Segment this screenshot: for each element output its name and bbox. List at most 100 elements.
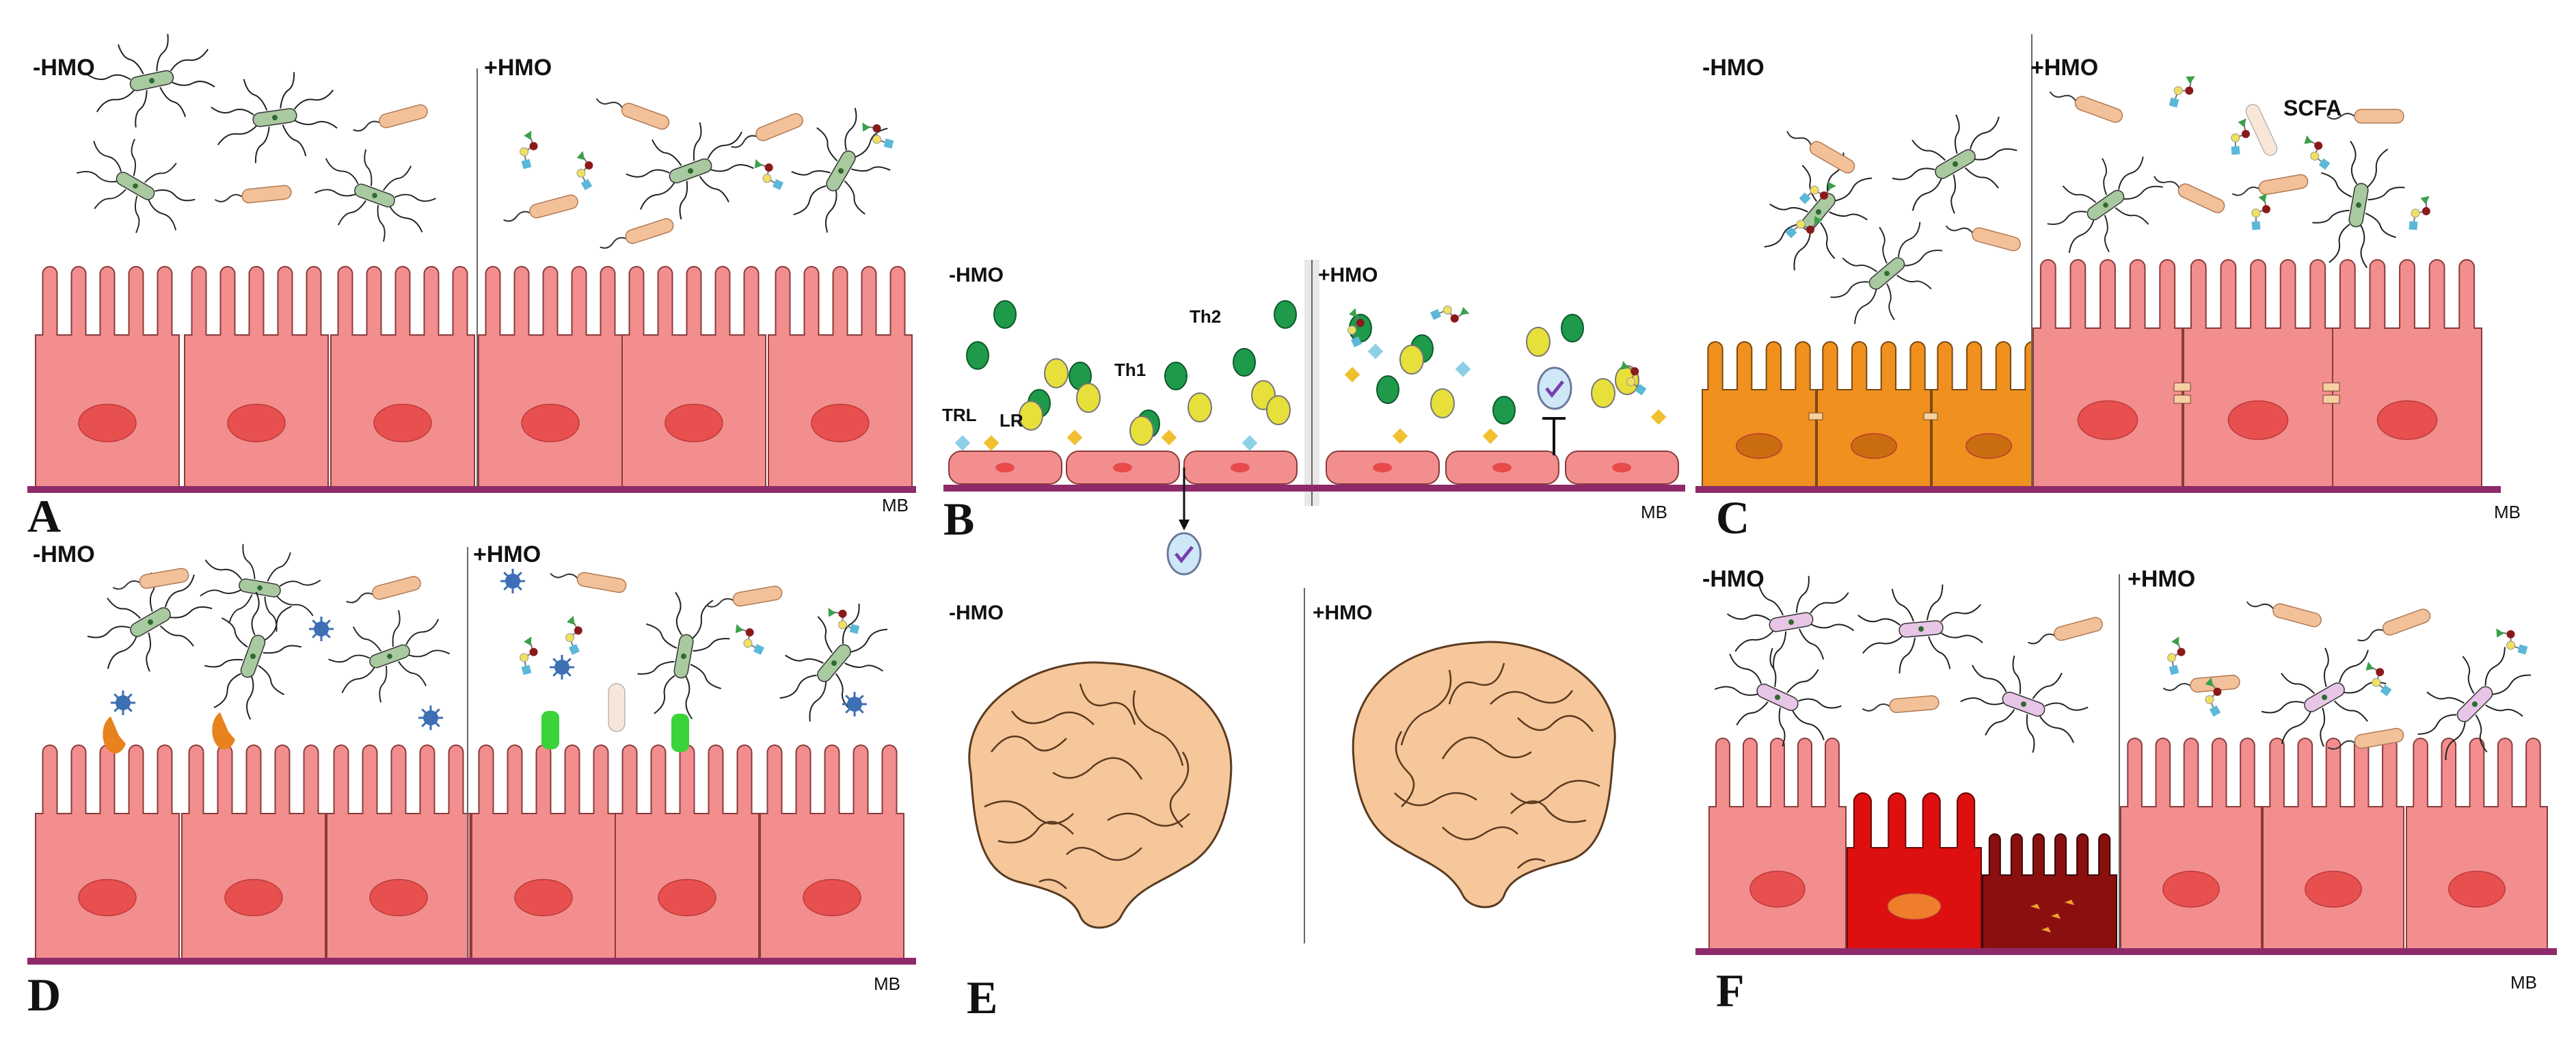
cell-body bbox=[2262, 738, 2404, 950]
panel-d-drawing bbox=[27, 543, 916, 965]
panel-d-bacterium bbox=[637, 591, 730, 720]
flagellum bbox=[243, 79, 268, 111]
cell-body bbox=[326, 744, 471, 959]
th2-cell bbox=[1274, 300, 1297, 329]
panel-d-hmo bbox=[828, 608, 860, 634]
receptor-diamond bbox=[1161, 429, 1177, 446]
hmo-bond bbox=[2368, 664, 2387, 691]
hmo-unit-red bbox=[529, 142, 538, 150]
flagellum bbox=[293, 90, 334, 110]
cell-body bbox=[768, 266, 913, 487]
rod-body bbox=[379, 104, 428, 129]
panel-c-hmo bbox=[2231, 118, 2250, 155]
cell-body bbox=[2032, 259, 2183, 487]
flagellum bbox=[170, 606, 213, 619]
nucleus bbox=[2227, 400, 2289, 440]
flagellum bbox=[1786, 669, 1819, 693]
th1-cell bbox=[1076, 383, 1101, 413]
panel-b-plus-hmo-label: +HMO bbox=[1318, 264, 1378, 286]
flagellum bbox=[204, 658, 243, 668]
virus-core bbox=[554, 660, 569, 675]
th2-cell bbox=[1492, 396, 1516, 425]
hmo-bond bbox=[864, 125, 889, 144]
cell-body bbox=[1702, 341, 1816, 487]
flagellum bbox=[2281, 711, 2311, 744]
panel-f-rod bbox=[2246, 601, 2322, 628]
nucleus bbox=[1965, 433, 2012, 459]
hmo-unit-blue bbox=[2251, 221, 2261, 230]
bacterium-dot bbox=[2472, 701, 2478, 707]
bacterium-dot bbox=[838, 168, 844, 174]
hmo-unit-blue bbox=[521, 664, 532, 675]
hmo-unit-yellow bbox=[1796, 219, 1806, 229]
flagellum bbox=[263, 645, 302, 654]
brain-fold bbox=[1169, 751, 1190, 828]
hmo-unit-blue bbox=[2409, 221, 2418, 230]
flagellum bbox=[107, 636, 137, 669]
hmo-unit-yellow bbox=[2167, 653, 2177, 662]
panel-c-minus-hmo-label: -HMO bbox=[1702, 55, 1765, 81]
cell-body bbox=[181, 744, 326, 959]
flagellum bbox=[1715, 686, 1758, 696]
hmo-unit-red bbox=[2376, 668, 2385, 677]
panel-a-rod bbox=[600, 218, 674, 249]
hmo-unit-red bbox=[1806, 226, 1814, 234]
virus-core bbox=[423, 710, 438, 725]
flagellum bbox=[279, 579, 321, 587]
nucleus bbox=[1851, 433, 1897, 459]
trl-receptor bbox=[954, 435, 971, 451]
panel-d-minus-hmo-label: -HMO bbox=[33, 541, 95, 567]
panel-f-rod bbox=[2327, 727, 2404, 750]
antigen-body bbox=[1166, 532, 1202, 576]
hmo-unit-yellow bbox=[2372, 677, 2381, 687]
flagellum bbox=[408, 649, 451, 658]
hmo-unit-red bbox=[2506, 630, 2515, 639]
flagellum bbox=[2123, 185, 2163, 200]
flagellum bbox=[1904, 250, 1943, 267]
flagellum bbox=[383, 165, 412, 191]
hmo-unit-yellow bbox=[1810, 185, 1819, 195]
flagellum bbox=[325, 158, 359, 185]
hmo-unit-green bbox=[2258, 193, 2267, 203]
panel-c-orange-cell bbox=[1702, 341, 1816, 487]
flagellum bbox=[693, 638, 730, 652]
rod-body bbox=[1809, 141, 1855, 174]
rod-body bbox=[576, 572, 627, 593]
panel-b-mb-label: MB bbox=[1641, 502, 1667, 522]
flagellum bbox=[352, 626, 381, 652]
translocation-arrowhead bbox=[1179, 520, 1190, 530]
flagellum bbox=[2367, 148, 2389, 188]
flagellum bbox=[398, 660, 427, 686]
rod-tail bbox=[1945, 225, 1974, 234]
hmo-unit-yellow bbox=[2310, 151, 2320, 161]
rod-tail bbox=[214, 193, 243, 202]
nucleus bbox=[1736, 433, 1782, 459]
panel-a-cell bbox=[184, 266, 329, 487]
panel-d-membrane bbox=[27, 958, 916, 965]
panel-a-rod bbox=[214, 185, 292, 204]
receptor-diamond bbox=[1392, 428, 1408, 444]
nucleus bbox=[514, 878, 573, 917]
panel-a-rod bbox=[353, 104, 428, 132]
panel-d-bacterium bbox=[87, 572, 213, 672]
brain-fold bbox=[984, 800, 1074, 825]
nucleus bbox=[2448, 870, 2506, 908]
hmo-unit-blue bbox=[1635, 384, 1647, 396]
panel-b-drawing bbox=[943, 260, 1685, 576]
panel-a-cell bbox=[35, 266, 180, 487]
hmo-unit-blue bbox=[1351, 336, 1362, 347]
hmo-bond bbox=[523, 134, 535, 165]
nucleus bbox=[665, 403, 723, 442]
flagellum bbox=[1801, 165, 1818, 202]
hmo-bond bbox=[2255, 196, 2268, 226]
nuclear-fragment bbox=[2041, 927, 2051, 932]
flagellum bbox=[144, 163, 177, 183]
rod-tail bbox=[2028, 633, 2055, 645]
rod-body bbox=[755, 113, 803, 142]
th1-cell bbox=[1430, 388, 1455, 418]
flagellum bbox=[1810, 592, 1849, 614]
flagellum bbox=[77, 171, 118, 183]
panel-d-hmo bbox=[565, 615, 582, 655]
th2-cell bbox=[1233, 348, 1256, 377]
hmo-unit-yellow bbox=[872, 135, 882, 144]
